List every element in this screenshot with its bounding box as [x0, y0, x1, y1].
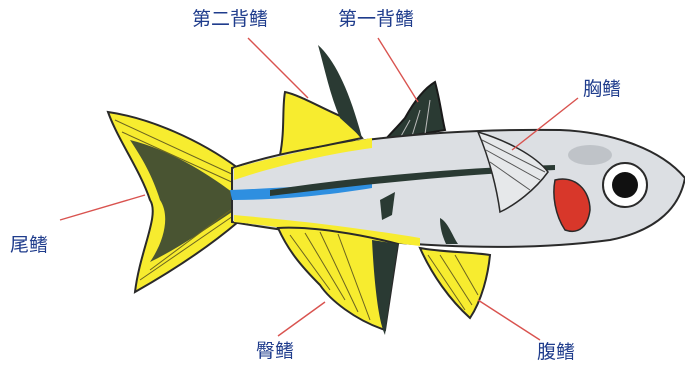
pelvic-fin	[420, 248, 490, 318]
label-second-dorsal-fin: 第二背鳍	[192, 10, 268, 29]
leader-line-second-dorsal	[248, 38, 308, 98]
label-anal-fin: 臀鳍	[256, 342, 294, 361]
label-tail-fin: 尾鳍	[10, 236, 48, 255]
leader-line-first-dorsal	[378, 38, 418, 102]
leader-line-pelvic	[478, 300, 540, 340]
leader-line-tail	[60, 195, 145, 220]
leader-line-anal	[278, 302, 325, 336]
first-dorsal-fin	[385, 82, 445, 140]
label-pelvic-fin: 腹鳍	[537, 343, 575, 362]
second-dorsal-fin	[280, 45, 362, 155]
anal-fin	[278, 228, 398, 335]
tail-fin	[108, 112, 238, 292]
label-first-dorsal-fin: 第一背鳍	[338, 10, 414, 29]
label-pectoral-fin: 胸鳍	[583, 80, 621, 99]
